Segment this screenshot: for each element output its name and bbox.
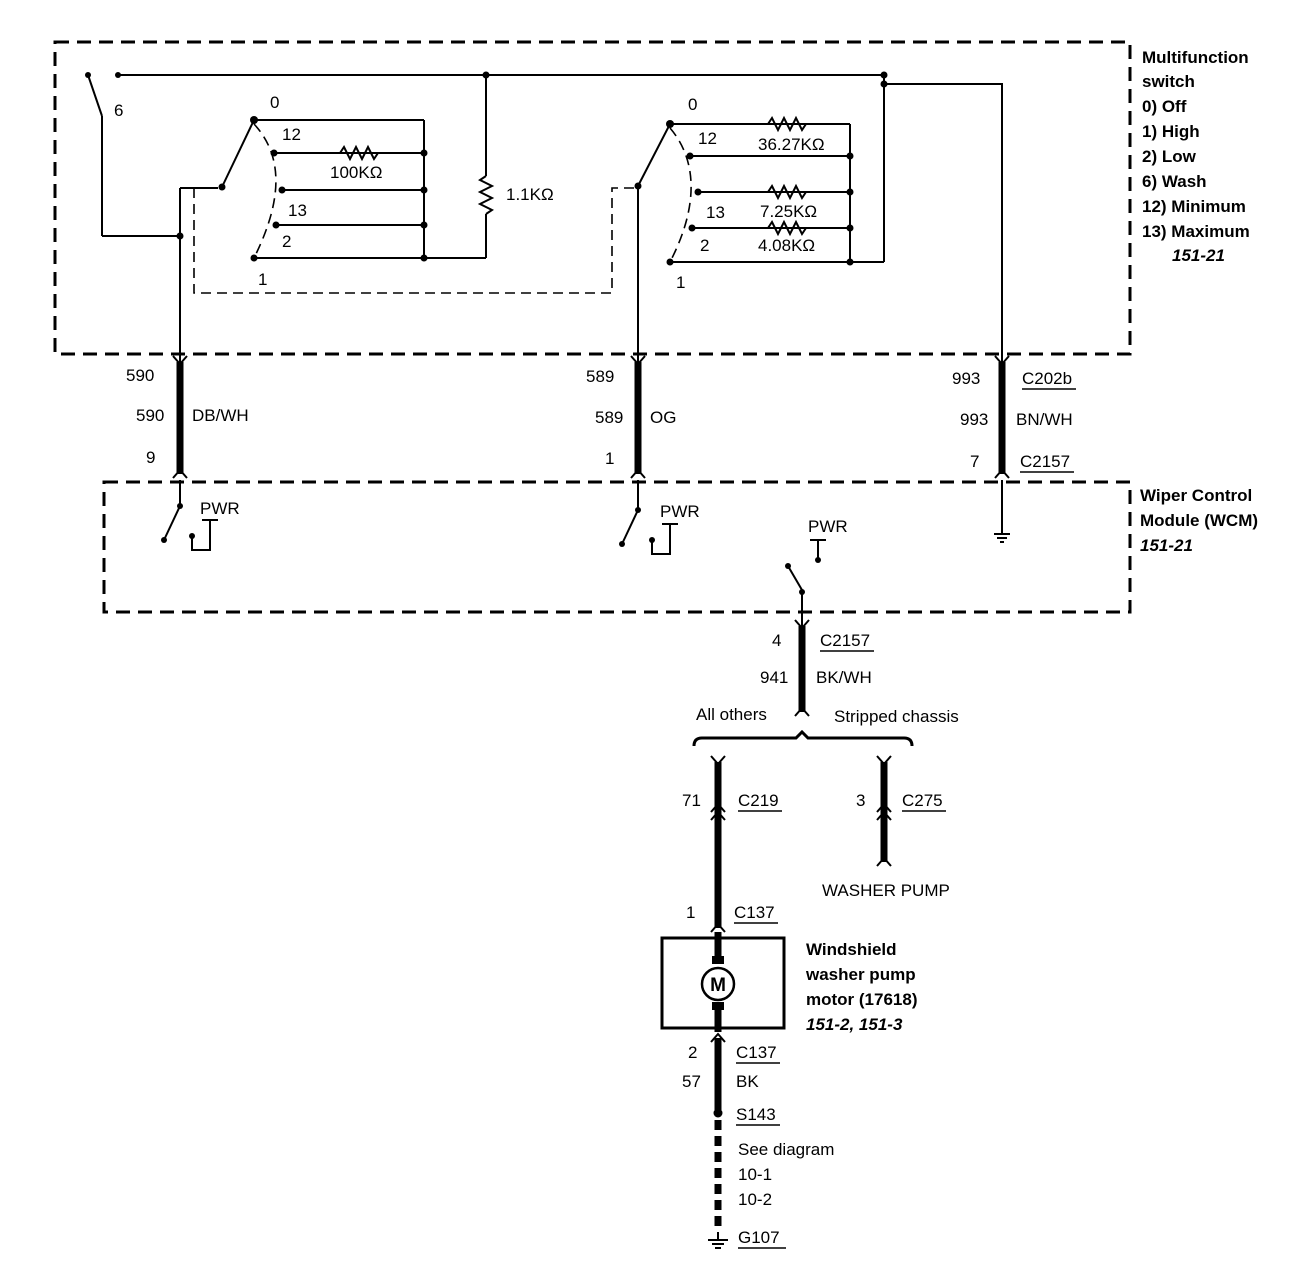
mfs-legend-0: 0) Off	[1142, 97, 1187, 116]
wcm-switch-washer: PWR	[785, 517, 848, 626]
wire-993-mid: 993	[960, 410, 988, 429]
wcm-switch-590: PWR	[161, 480, 240, 551]
connector-c219: C219	[738, 791, 779, 810]
connector-c275: C275	[902, 791, 943, 810]
mfs-ref: 151-21	[1172, 246, 1225, 265]
mfs-legend-12: 12) Minimum	[1142, 197, 1246, 216]
right-pos-1: 1	[676, 273, 685, 292]
wire-941-color: BK/WH	[816, 668, 872, 687]
wire-590-top: 590	[126, 366, 154, 385]
resistor-4k-label: 4.08KΩ	[758, 236, 815, 255]
wire-590-mid: 590	[136, 406, 164, 425]
wire-57-color: BK	[736, 1072, 759, 1091]
washer-pump-motor: M Windshield washer pump motor (17618) 1…	[660, 932, 917, 1034]
resistor-100k-label: 100KΩ	[330, 163, 382, 182]
c275-pin: 3	[856, 791, 865, 810]
c219-pin: 71	[682, 791, 701, 810]
wcm-pwr-3: PWR	[808, 517, 848, 536]
motor-name-1: Windshield	[806, 940, 897, 959]
c137-top: 1 C137	[686, 903, 778, 933]
resistor-36k-label: 36.27KΩ	[758, 135, 825, 154]
motor-symbol: M	[710, 975, 726, 996]
c137-bottom-pin: 2	[688, 1043, 697, 1062]
right-pos-0: 0	[688, 95, 697, 114]
wire-941: 4 C2157 941 BK/WH	[760, 619, 874, 717]
left-pos-2: 2	[282, 232, 291, 251]
branch-all-others: All others	[696, 705, 767, 724]
wcm-title-2: Module (WCM)	[1140, 511, 1258, 530]
right-rotary-switch: 0 12 13 2 1 36.27KΩ 7.25KΩ 4.08KΩ	[634, 71, 888, 362]
wire-941-circuit: 941	[760, 668, 788, 687]
c137-top-pin: 1	[686, 903, 695, 922]
washer-pump-label: WASHER PUMP	[822, 881, 950, 900]
see-diagram-10-2: 10-2	[738, 1190, 772, 1209]
wcm-title-1: Wiper Control	[1140, 486, 1252, 505]
wire-993-color: BN/WH	[1016, 410, 1073, 429]
switch-mechanical-link	[193, 187, 634, 294]
wire-590-color: DB/WH	[192, 406, 249, 425]
connector-c137-top: C137	[734, 903, 775, 922]
wire-590-pin: 9	[146, 448, 155, 467]
mfs-legend-13: 13) Maximum	[1142, 222, 1250, 241]
left-rotary-switch: 0 12 13 2 1 100KΩ 1.1KΩ	[176, 71, 554, 362]
wcm-box	[102, 480, 1132, 614]
wire-941-pin: 4	[772, 631, 781, 650]
wire-993: 993 993 7 BN/WH C202b C2157	[952, 355, 1076, 479]
wcm-ground-993	[994, 480, 1010, 543]
right-pos-2: 2	[700, 236, 709, 255]
connector-c2157-upper: C2157	[1020, 452, 1070, 471]
wire-589-pin: 1	[605, 449, 614, 468]
wcm-pwr-1: PWR	[200, 499, 240, 518]
right-pos-13: 13	[706, 203, 725, 222]
mfs-legend-6: 6) Wash	[1142, 172, 1207, 191]
connector-c2157-lower: C2157	[820, 631, 870, 650]
resistor-7k-label: 7.25KΩ	[760, 202, 817, 221]
see-diagram: See diagram	[738, 1140, 834, 1159]
ground-g107: G107	[738, 1228, 780, 1247]
left-pos-13: 13	[288, 201, 307, 220]
multifunction-switch-label: Multifunction switch 0) Off 1) High 2) L…	[1142, 48, 1250, 265]
right-pos-12: 12	[698, 129, 717, 148]
motor-name-2: washer pump	[805, 965, 916, 984]
c275-branch: 3 C275 WASHER PUMP	[822, 755, 950, 900]
wire-993-top: 993	[952, 369, 980, 388]
branch-stripped-chassis: Stripped chassis	[834, 707, 959, 726]
wcm-label: Wiper Control Module (WCM) 151-21	[1140, 486, 1258, 555]
motor-name-3: motor (17618)	[806, 990, 917, 1009]
wire-57-circuit: 57	[682, 1072, 701, 1091]
left-pos-0: 0	[270, 93, 279, 112]
mfs-title-2: switch	[1142, 72, 1195, 91]
splice-s143: S143	[736, 1105, 776, 1124]
connector-c137-bottom: C137	[736, 1043, 777, 1062]
wcm-switch-589: PWR	[619, 480, 700, 555]
wire-993-feed	[884, 83, 1003, 362]
resistor-1-1k-label: 1.1KΩ	[506, 185, 554, 204]
connector-c202b: C202b	[1022, 369, 1072, 388]
wire-993-pin: 7	[970, 452, 979, 471]
wcm-pwr-2: PWR	[660, 502, 700, 521]
wire-589-mid: 589	[595, 408, 623, 427]
multifunction-switch-box	[53, 40, 1132, 356]
branch-brace: All others Stripped chassis	[692, 705, 959, 747]
mfs-legend-2: 2) Low	[1142, 147, 1197, 166]
wire-589-color: OG	[650, 408, 676, 427]
wire-589: 589 589 1 OG	[586, 355, 676, 479]
wash-switch: 6	[85, 72, 884, 237]
wire-589-top: 589	[586, 367, 614, 386]
c219-branch: 71 C219	[682, 755, 782, 928]
left-pos-12: 12	[282, 125, 301, 144]
pos-6-label: 6	[114, 101, 123, 120]
wire-590: 590 590 9 DB/WH	[126, 355, 249, 479]
mfs-legend-1: 1) High	[1142, 122, 1200, 141]
wcm-ref: 151-21	[1140, 536, 1193, 555]
mfs-title-1: Multifunction	[1142, 48, 1249, 67]
see-diagram-10-1: 10-1	[738, 1165, 772, 1184]
motor-ref: 151-2, 151-3	[806, 1015, 903, 1034]
left-pos-1: 1	[258, 270, 267, 289]
ground-run: 2 C137 57 BK S143 See diagram 10-1 10-2 …	[682, 1032, 834, 1249]
